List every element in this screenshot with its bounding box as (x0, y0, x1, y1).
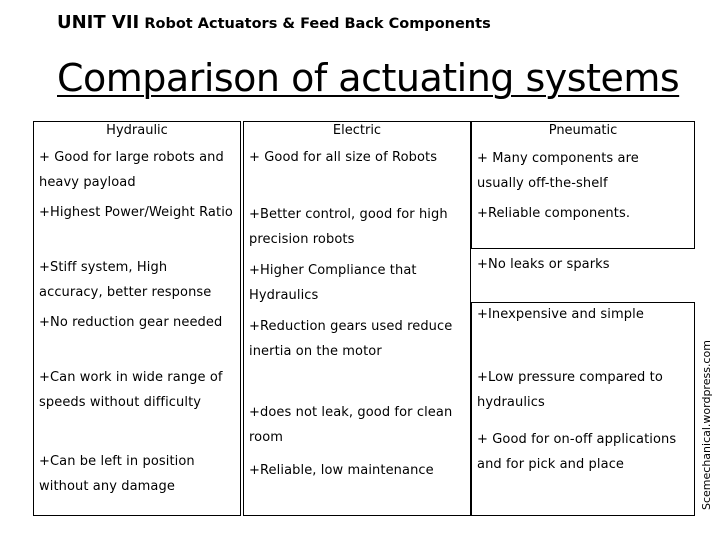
hydraulic-item: +No reduction gear needed (39, 315, 223, 330)
electric-column-frame (243, 121, 471, 516)
pneumatic-item: + Many components are usually off-the-sh… (477, 151, 639, 191)
pneumatic-column: Pneumatic + Many components are usually … (471, 121, 695, 516)
hydraulic-item: +Can be left in position without any dam… (39, 454, 195, 494)
pneumatic-item: +Reliable components. (477, 206, 631, 221)
hydraulic-item: +Stiff system, High accuracy, better res… (39, 260, 212, 300)
pneumatic-item: +Low pressure compared to hydraulics (477, 370, 663, 410)
electric-item: +Better control, good for high precision… (249, 207, 448, 247)
hydraulic-item: +Highest Power/Weight Ratio (39, 205, 233, 220)
hydraulic-column: Hydraulic + Good for large robots and he… (33, 121, 241, 516)
pneumatic-column-frame-top (471, 121, 695, 249)
pneumatic-column-frame-bottom (471, 302, 695, 516)
unit-number: UNIT VII (57, 12, 140, 33)
electric-item: +Reduction gears used reduce inertia on … (249, 319, 453, 359)
electric-item: + Good for all size of Robots (249, 150, 438, 165)
hydraulic-column-header: Hydraulic (106, 123, 168, 138)
electric-column-header: Electric (332, 123, 382, 138)
watermark: Scemechanical.wordpress.com (700, 340, 713, 510)
slide-title: Comparison of actuating systems (57, 56, 680, 100)
pneumatic-item: +Inexpensive and simple (477, 307, 644, 322)
unit-subject: Robot Actuators & Feed Back Components (144, 16, 491, 32)
electric-item: +Higher Compliance that Hydraulics (249, 263, 417, 303)
electric-item: +Reliable, low maintenance (249, 463, 434, 478)
hydraulic-column-frame (33, 121, 241, 516)
electric-column: Electric + Good for all size of Robots +… (243, 121, 471, 516)
pneumatic-item: +No leaks or sparks (477, 257, 610, 272)
hydraulic-item: +Can work in wide range of speeds withou… (39, 370, 223, 410)
pneumatic-column-header: Pneumatic (548, 123, 618, 138)
pneumatic-item: + Good for on-off applications and for p… (477, 432, 677, 472)
unit-header: UNIT VII Robot Actuators & Feed Back Com… (57, 12, 491, 33)
hydraulic-item: + Good for large robots and heavy payloa… (39, 150, 224, 190)
electric-item: +does not leak, good for clean room (249, 405, 453, 445)
